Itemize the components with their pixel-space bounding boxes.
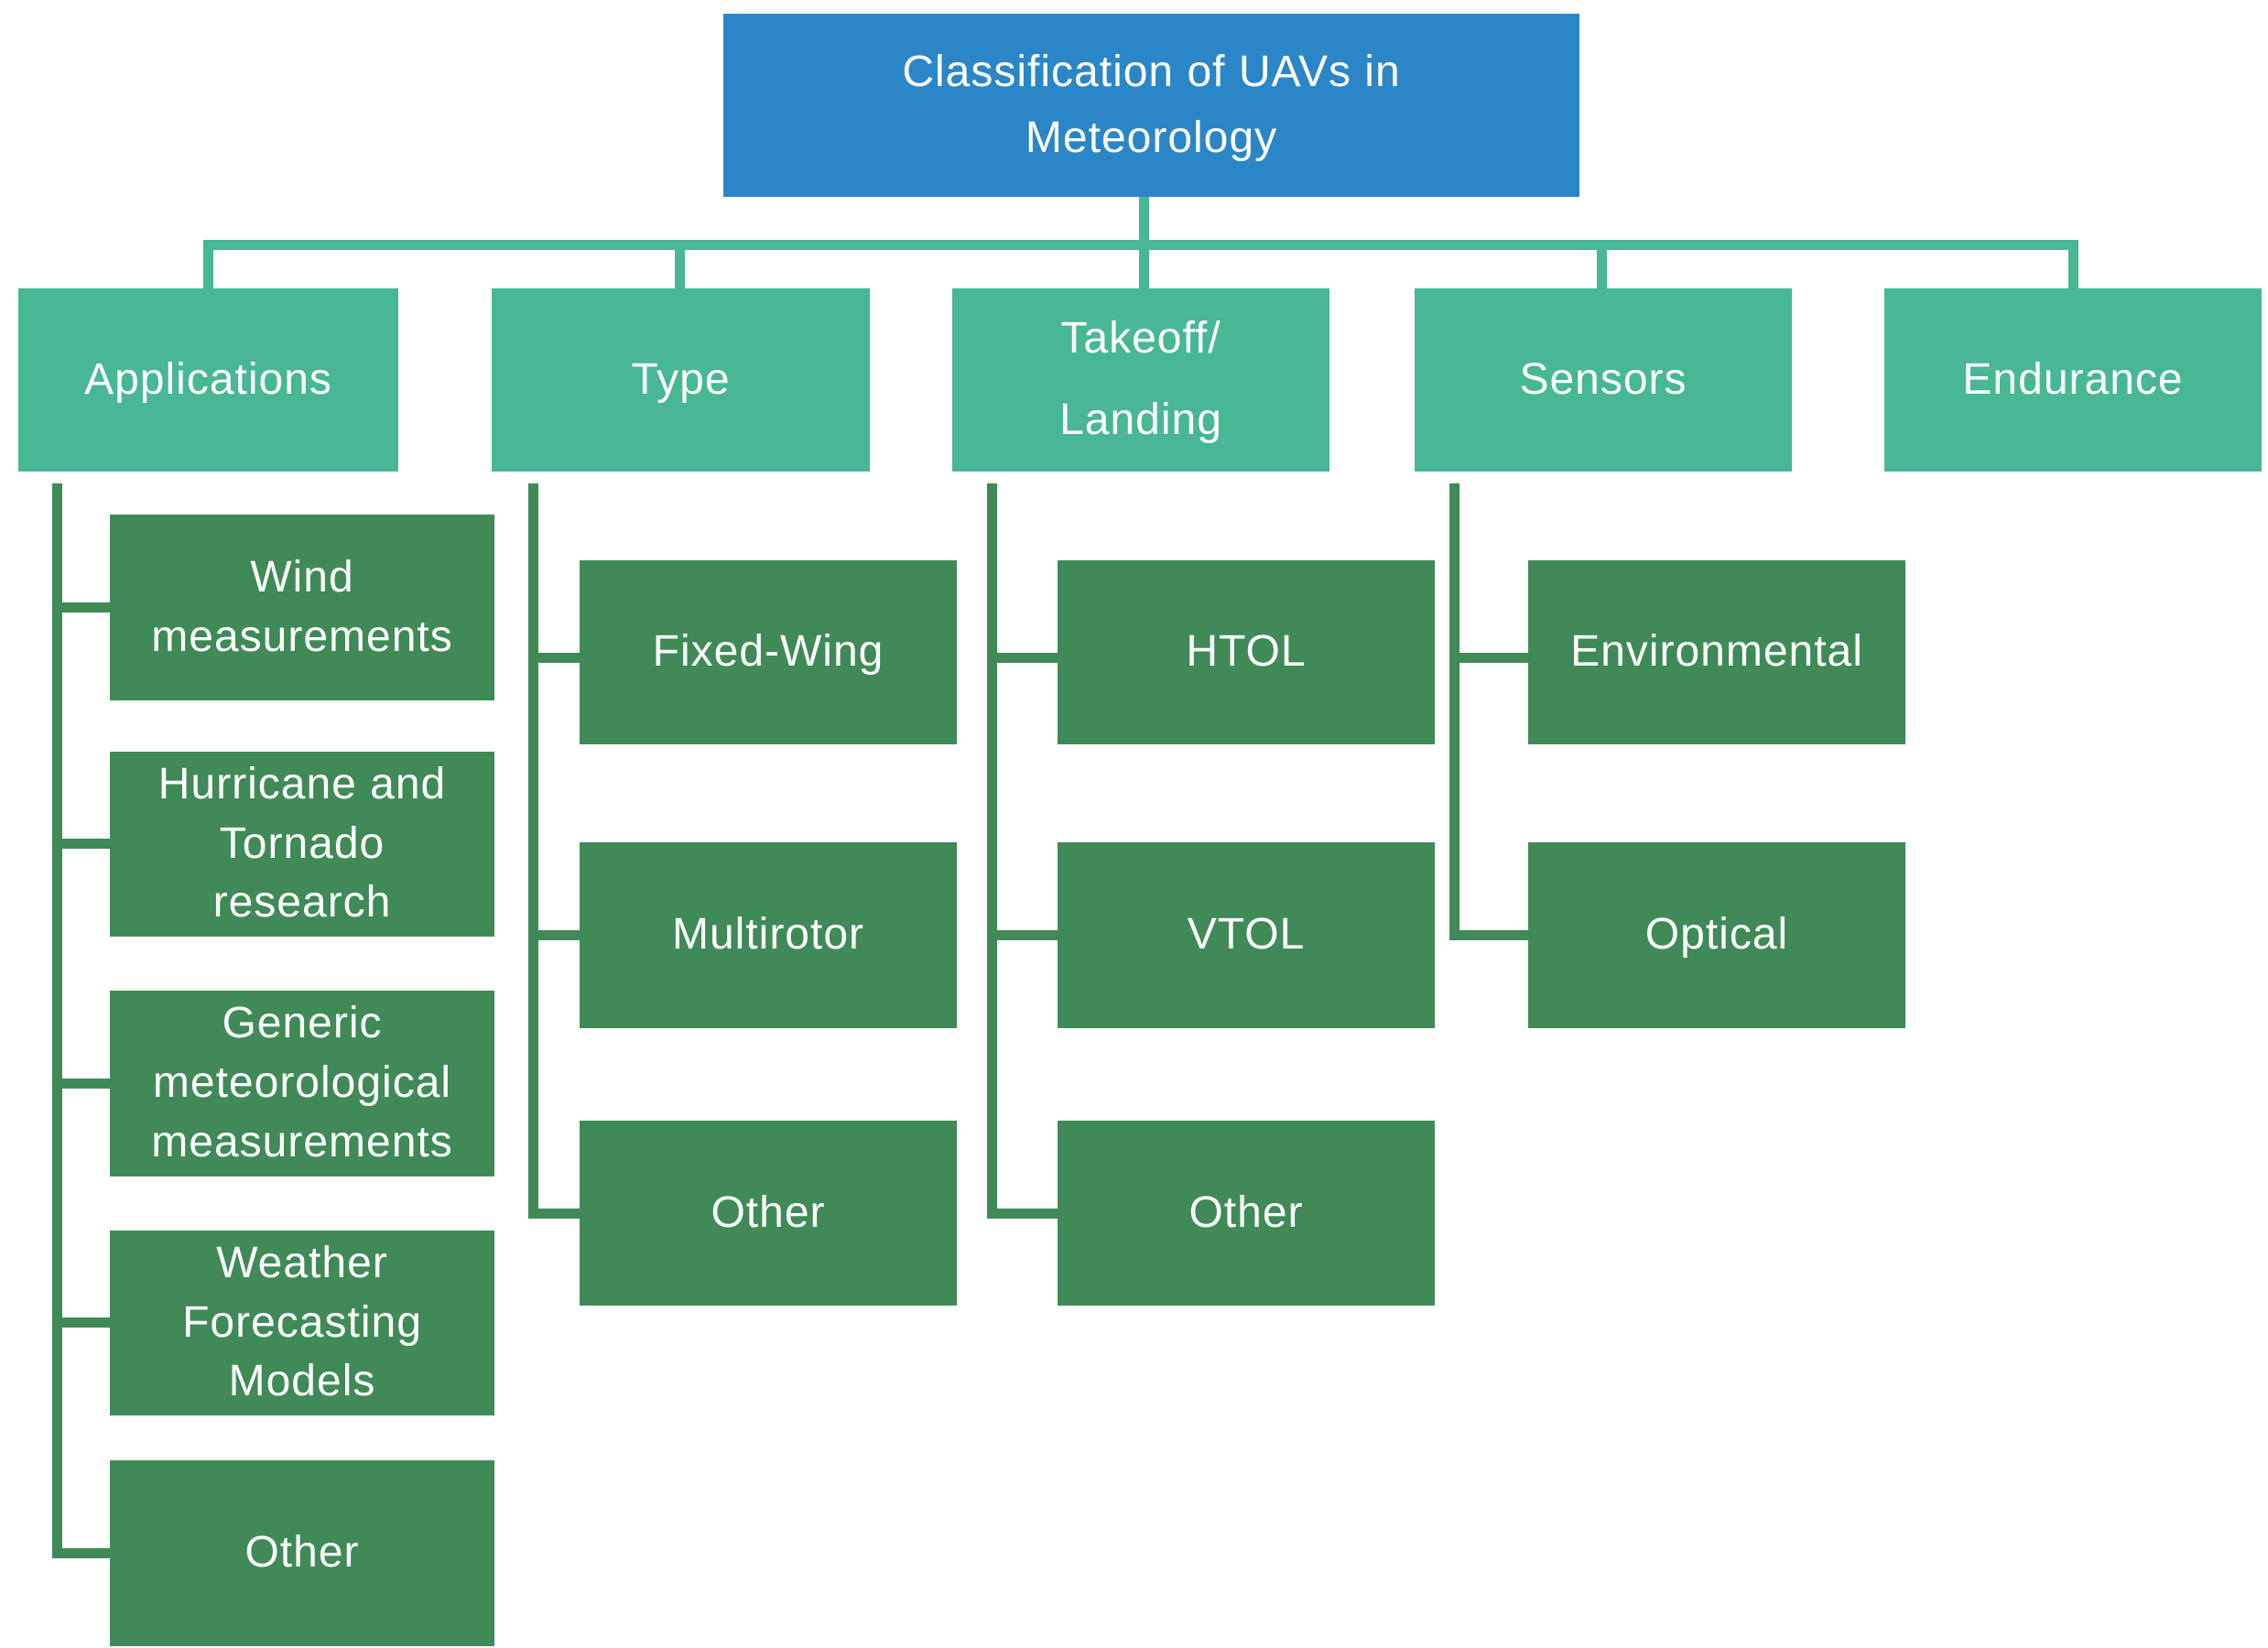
- connector-drop-type: [675, 249, 685, 288]
- connector-stub: [528, 653, 586, 663]
- connector-stub: [1449, 930, 1528, 940]
- node-hurricane-tornado-research: Hurricane and Tornado research: [110, 752, 494, 937]
- connector-stub: [987, 653, 1058, 663]
- connector-horizontal-rail: [203, 240, 2078, 250]
- node-fixed-wing: Fixed-Wing: [580, 560, 957, 744]
- connector-applications-spine: [52, 483, 62, 1558]
- connector-sensors-spine: [1449, 483, 1460, 940]
- connector-stub: [52, 839, 110, 849]
- node-vtol: VTOL: [1058, 842, 1435, 1028]
- connector-stub: [528, 930, 586, 940]
- branch-applications: Applications: [18, 288, 398, 472]
- connector-drop-endurance: [2068, 240, 2078, 288]
- branch-endurance: Endurance: [1884, 288, 2262, 472]
- node-generic-meteorological-measurements: Generic meteorological measurements: [110, 991, 494, 1176]
- connector-stub: [528, 1209, 586, 1219]
- node-wind-measurements: Wind measurements: [110, 515, 494, 700]
- node-htol: HTOL: [1058, 560, 1435, 744]
- root-node-title: Classification of UAVs in Meteorology: [723, 14, 1579, 197]
- branch-takeoff-landing: Takeoff/ Landing: [952, 288, 1329, 472]
- node-type-other: Other: [580, 1121, 957, 1306]
- connector-stub: [52, 602, 110, 613]
- connector-stub: [987, 930, 1058, 940]
- node-takeoff-other: Other: [1058, 1121, 1435, 1306]
- branch-type: Type: [492, 288, 870, 472]
- connector-stub: [52, 1548, 110, 1558]
- connector-stub: [1449, 653, 1528, 663]
- node-applications-other: Other: [110, 1460, 494, 1646]
- connector-type-spine: [528, 483, 538, 1219]
- connector-stub: [52, 1317, 110, 1328]
- node-weather-forecasting-models: Weather Forecasting Models: [110, 1231, 494, 1415]
- connector-drop-applications: [203, 240, 213, 288]
- connector-stub: [52, 1079, 110, 1089]
- node-environmental: Environmental: [1528, 560, 1905, 744]
- connector-drop-sensors: [1597, 249, 1607, 288]
- node-multirotor: Multirotor: [580, 842, 957, 1028]
- connector-takeoff-spine: [987, 483, 997, 1219]
- node-optical: Optical: [1528, 842, 1905, 1028]
- connector-stub: [987, 1209, 1058, 1219]
- branch-sensors: Sensors: [1415, 288, 1792, 472]
